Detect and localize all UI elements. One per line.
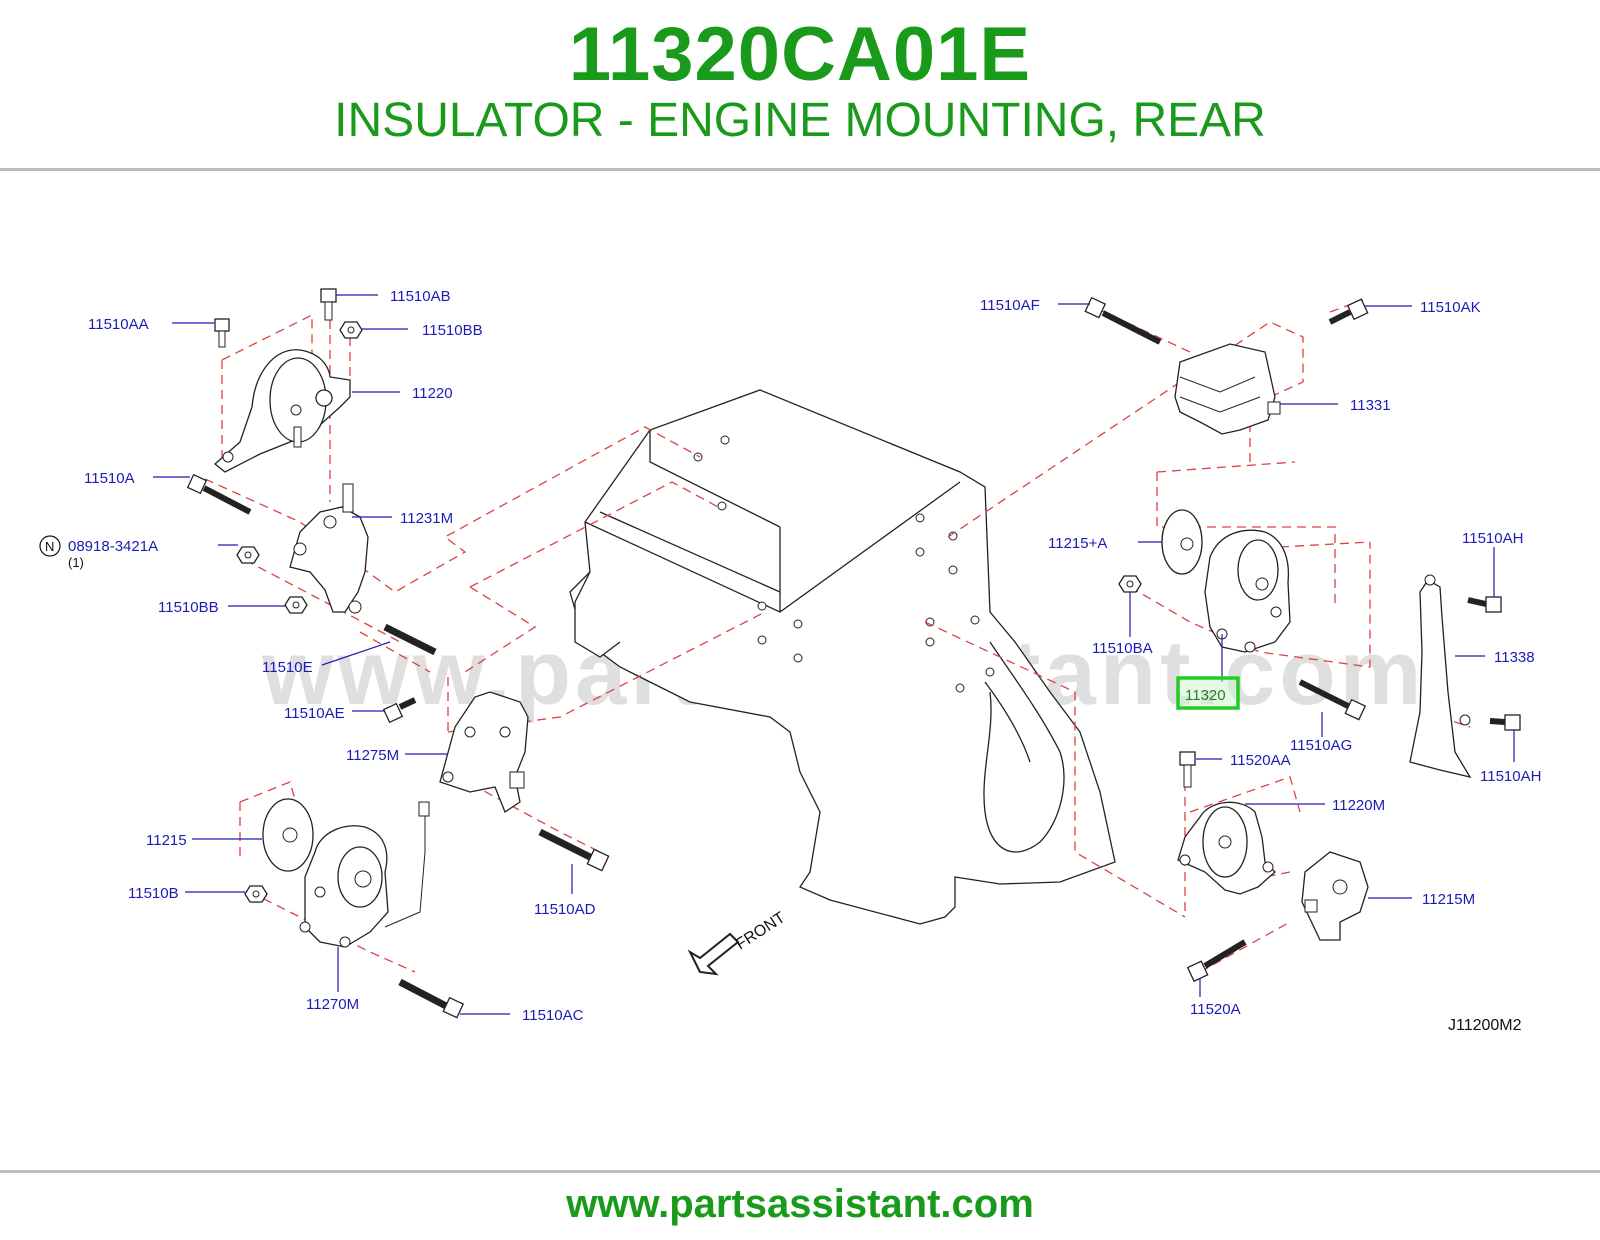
bolt-11510AG xyxy=(1298,679,1367,721)
bolt-11510AC xyxy=(398,978,465,1019)
callout-11510E[interactable]: 11510E xyxy=(262,659,313,676)
diagram-code: J11200M2 xyxy=(1448,1017,1522,1034)
callout-11510AB[interactable]: 11510AB xyxy=(390,288,451,305)
front-direction-indicator: FRONT xyxy=(687,909,789,976)
header-divider xyxy=(0,168,1600,171)
callout-11220M[interactable]: 11220M xyxy=(1332,797,1385,814)
callout-11215M[interactable]: 11215M xyxy=(1422,891,1475,908)
callout-11510AH-top[interactable]: 11510AH xyxy=(1462,530,1523,547)
callout-11215-A[interactable]: 11215+A xyxy=(1048,535,1107,552)
callout-11215[interactable]: 11215 xyxy=(146,832,187,849)
footer-divider xyxy=(0,1170,1600,1173)
bolt-11510A xyxy=(186,473,252,515)
callout-11331[interactable]: 11331 xyxy=(1350,397,1391,414)
nut-11510B xyxy=(244,885,268,903)
callout-11510AF[interactable]: 11510AF xyxy=(980,297,1040,314)
washer-11215-A xyxy=(1161,509,1203,575)
part-11331-bracket xyxy=(1174,343,1281,435)
nut-11510BB-left xyxy=(284,596,308,614)
assembly-guide-lines xyxy=(204,299,1471,973)
part-11220M-mount xyxy=(1177,801,1276,895)
bolt-11520A xyxy=(1186,939,1247,983)
callout-11510AK[interactable]: 11510AK xyxy=(1420,299,1481,316)
callout-11220[interactable]: 11220 xyxy=(412,385,453,402)
stud-11510E xyxy=(383,623,437,656)
callout-08918-3421A[interactable]: 08918-3421A xyxy=(68,538,158,555)
bolt-11510AA xyxy=(214,318,230,348)
bolt-11510AH-bottom xyxy=(1489,714,1521,731)
bolt-11510AH-top xyxy=(1467,596,1502,613)
engine-block xyxy=(569,389,1116,925)
callout-11510A[interactable]: 11510A xyxy=(84,470,135,487)
nut-11510BA xyxy=(1118,575,1142,593)
part-11275M-bracket xyxy=(439,691,529,813)
part-11231M-bracket xyxy=(289,483,369,614)
part-11270M-mount xyxy=(299,801,430,948)
bolt-11510AD xyxy=(538,828,610,872)
callout-11510AH-bottom[interactable]: 11510AH xyxy=(1480,768,1541,785)
callout-labels: 11510AA 11510AB 11510BB 11220 11510A 112… xyxy=(39,288,1541,1034)
part-description: INSULATOR - ENGINE MOUNTING, REAR xyxy=(334,94,1266,147)
parts-exploded-diagram: www.partsassistant.com xyxy=(39,288,1541,1034)
callout-11510B[interactable]: 11510B xyxy=(128,885,179,902)
washer-11215 xyxy=(262,798,314,872)
part-number-title: 11320CA01E xyxy=(568,12,1032,97)
callout-11510BB-top[interactable]: 11510BB xyxy=(422,322,483,339)
nut-11510BB-top xyxy=(339,321,363,339)
callout-leader-lines xyxy=(153,294,1515,1015)
highlighted-part-box[interactable] xyxy=(1176,676,1240,710)
callout-11510BB-left[interactable]: 11510BB xyxy=(158,599,219,616)
callout-11338[interactable]: 11338 xyxy=(1494,649,1535,666)
part-11320-insulator xyxy=(1204,529,1291,653)
callout-08918-qty: (1) xyxy=(68,555,84,570)
callout-11510AG[interactable]: 11510AG xyxy=(1290,737,1352,754)
new-part-badge xyxy=(39,535,61,557)
nut-08918-3421A xyxy=(236,546,260,564)
part-11338-plate xyxy=(1409,574,1472,778)
callout-11510AD[interactable]: 11510AD xyxy=(534,901,596,918)
callout-11510AC[interactable]: 11510AC xyxy=(522,1007,584,1024)
callout-11270M[interactable]: 11270M xyxy=(306,996,359,1013)
front-label: FRONT xyxy=(733,909,789,953)
part-11220-mount xyxy=(213,349,351,473)
callout-11520A[interactable]: 11520A xyxy=(1190,1001,1241,1018)
bolt-11510AF xyxy=(1084,296,1162,345)
callout-11231M[interactable]: 11231M xyxy=(400,510,453,527)
bolt-11510AE xyxy=(382,697,417,724)
bolt-11520AA xyxy=(1179,751,1196,788)
callout-11510BA[interactable]: 11510BA xyxy=(1092,640,1153,657)
callout-11510AA[interactable]: 11510AA xyxy=(88,316,149,333)
part-11215M-bracket xyxy=(1301,851,1369,941)
footer-website-link[interactable]: www.partsassistant.com xyxy=(566,1182,1034,1226)
callout-11520AA[interactable]: 11520AA xyxy=(1230,752,1291,769)
bolt-11510AB xyxy=(320,288,337,321)
callout-11320[interactable]: 11320 xyxy=(1185,687,1226,704)
page-header: 11320CA01E INSULATOR - ENGINE MOUNTING, … xyxy=(0,0,1600,168)
callout-11510AE[interactable]: 11510AE xyxy=(284,705,345,722)
new-part-badge-letter: N xyxy=(45,539,54,554)
callout-11275M[interactable]: 11275M xyxy=(346,747,399,764)
